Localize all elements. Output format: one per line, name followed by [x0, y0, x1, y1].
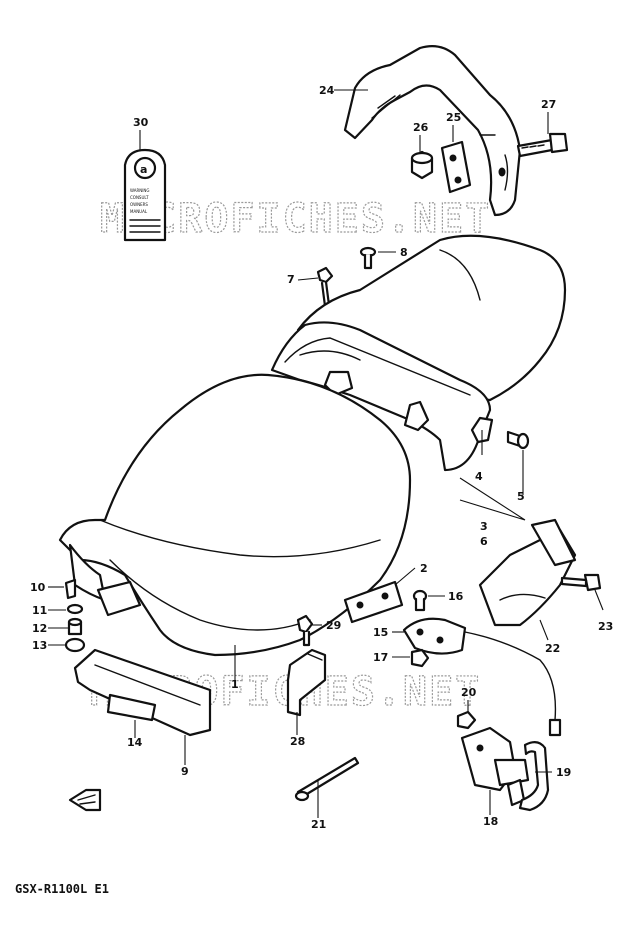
- nut-17: [410, 648, 430, 668]
- model-code: GSX-R1100L E1: [15, 882, 109, 896]
- callout-23: 23: [598, 620, 613, 633]
- rear-seat: [270, 234, 567, 472]
- collar-26: [410, 150, 434, 180]
- long-bolt-21: [294, 756, 360, 802]
- callout-13: 13: [32, 639, 47, 652]
- leader-lines: [48, 89, 604, 818]
- callout-20: 20: [461, 686, 477, 699]
- callout-19: 19: [556, 766, 571, 779]
- tag-line-1: WARNING: [130, 188, 150, 193]
- screw-23: [560, 573, 602, 592]
- bolt-27: [516, 132, 569, 158]
- callout-15: 15: [373, 626, 388, 639]
- callout-27: 27: [541, 98, 556, 111]
- latch-15: [402, 617, 562, 737]
- callout-12: 12: [32, 622, 47, 635]
- callout-3: 3: [480, 520, 488, 533]
- bolt-10: [64, 578, 77, 600]
- seat-lock-18: [460, 726, 530, 807]
- tag-letter: a: [140, 163, 147, 176]
- callout-18: 18: [483, 815, 498, 828]
- callout-16: 16: [448, 590, 464, 603]
- front-arrow-icon: [68, 788, 102, 812]
- callout-4: 4: [475, 470, 483, 483]
- callout-9: 9: [181, 765, 189, 778]
- screw-16: [412, 589, 428, 612]
- tag-line-4: MANUAL: [130, 209, 148, 214]
- callout-24: 24: [319, 84, 335, 97]
- bracket-9: [73, 648, 212, 737]
- callout-29: 29: [326, 619, 341, 632]
- cushion-13: [64, 637, 86, 653]
- callout-26: 26: [413, 121, 429, 134]
- plate-25: [440, 140, 472, 194]
- bracket-2: [343, 580, 404, 624]
- callout-1: 1: [231, 678, 239, 691]
- collar-12: [67, 617, 83, 636]
- bolt-5: [506, 430, 530, 450]
- warning-tag-30: a WARNING CONSULT OWNERS MANUAL: [123, 148, 167, 242]
- callout-7: 7: [287, 273, 295, 286]
- callout-11: 11: [32, 604, 47, 617]
- tag-line-2: CONSULT: [130, 195, 149, 200]
- callout-8: 8: [400, 246, 408, 259]
- callout-labels: 1 2 3 4 5 6 7 8 9 10 11 12 13 14 15 16 1…: [30, 84, 613, 831]
- callout-6: 6: [480, 535, 488, 548]
- nut-20: [456, 710, 477, 730]
- callout-25: 25: [446, 111, 461, 124]
- front-seat: [58, 373, 412, 657]
- callout-5: 5: [517, 490, 525, 503]
- hook-19: [518, 741, 550, 812]
- callout-14: 14: [127, 736, 143, 749]
- bracket-22: [478, 518, 577, 627]
- tag-line-3: OWNERS: [130, 202, 148, 207]
- callout-30: 30: [133, 116, 149, 129]
- bolt-29: [296, 614, 314, 647]
- callout-28: 28: [290, 735, 305, 748]
- screw-8: [359, 246, 377, 270]
- bracket-28: [286, 648, 327, 717]
- callout-22: 22: [545, 642, 560, 655]
- washer-11: [66, 603, 84, 615]
- callout-10: 10: [30, 581, 46, 594]
- wing-bolt-7: [316, 266, 334, 308]
- grab-rail-24: [343, 45, 522, 217]
- callout-2: 2: [420, 562, 428, 575]
- callout-17: 17: [373, 651, 388, 664]
- callout-21: 21: [311, 818, 326, 831]
